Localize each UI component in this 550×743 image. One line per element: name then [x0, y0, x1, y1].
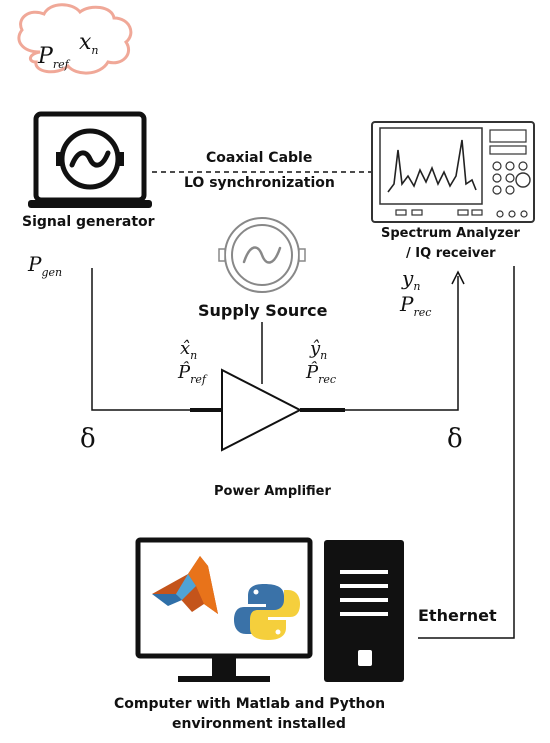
supply-source-label: Supply Source	[198, 301, 328, 320]
power-amplifier-label: Power Amplifier	[214, 484, 331, 499]
spectrum-analyzer-label: Spectrum Analyzer	[381, 226, 520, 241]
supply-source-icon	[218, 217, 306, 293]
coax-cable-label: Coaxial Cable	[206, 150, 313, 166]
p-hat-rec-symbol: P̂rec	[306, 362, 337, 386]
computer-label-line1: Computer with Matlab and Python	[114, 696, 386, 712]
x-hat-n-symbol: x̂n	[180, 338, 198, 362]
cloud-x-n: xn	[79, 30, 99, 57]
y-hat-n-symbol: ŷn	[310, 338, 328, 362]
delta-left-symbol: δ	[80, 424, 96, 454]
computer-label-line2: environment installed	[172, 716, 346, 732]
signal-path-wires	[91, 266, 515, 639]
y-n-symbol: yn	[402, 266, 421, 293]
p-hat-ref-symbol: P̂ref	[178, 362, 206, 386]
cloud-p-ref: Pref	[38, 44, 69, 71]
p-gen-symbol: Pgen	[28, 252, 63, 279]
matlab-logo-icon	[152, 556, 218, 614]
python-logo-icon	[234, 584, 300, 640]
ethernet-label: Ethernet	[418, 606, 497, 625]
spectrum-analyzer-icon	[371, 121, 535, 223]
signal-generator-label: Signal generator	[22, 214, 155, 230]
cloud-shape	[17, 3, 133, 75]
power-amplifier-icon	[221, 368, 303, 452]
computer-tower-icon	[324, 540, 404, 682]
lo-sync-label: LO synchronization	[184, 175, 335, 191]
p-rec-symbol: Prec	[400, 292, 432, 319]
delta-right-symbol: δ	[447, 424, 463, 454]
signal-generator-icon	[28, 111, 152, 208]
iq-receiver-label: / IQ receiver	[406, 246, 496, 261]
